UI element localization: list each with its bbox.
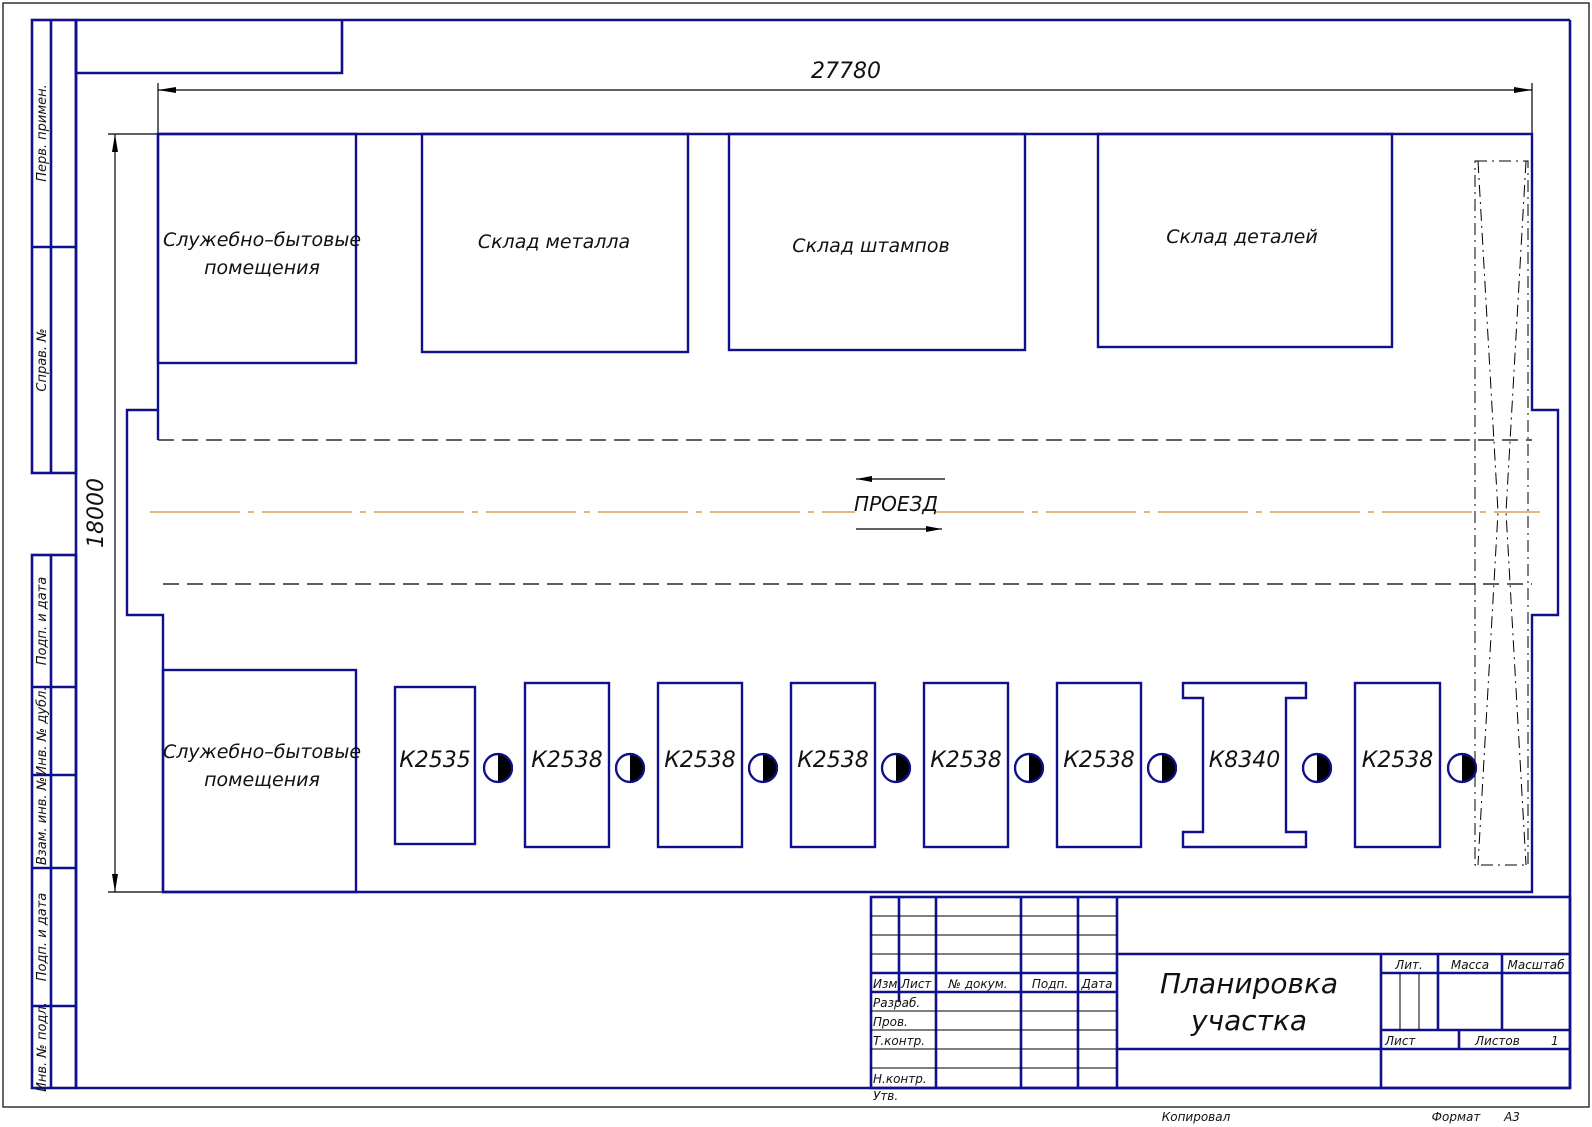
dimension-height-label: 18000 <box>84 478 109 548</box>
tb-sheets-value: 1 <box>1551 1034 1559 1048</box>
side-stamp-dup-inv: Инв. № дубл. <box>35 687 50 776</box>
tb-sheet-label: Лист <box>1384 1034 1416 1048</box>
worker-position-icon <box>1146 752 1178 784</box>
machine-6: К2538 <box>1055 681 1143 849</box>
machine-3: К2538 <box>656 681 744 849</box>
tb-col-sheet: Лист <box>900 977 932 991</box>
dimension-width-label: 27780 <box>811 59 881 84</box>
arrow-left-icon <box>856 476 872 482</box>
room-die-storage: Склад штампов <box>727 132 1027 352</box>
tb-role-approved: Утв. <box>873 1089 898 1103</box>
tb-mass-label: Масса <box>1451 958 1489 972</box>
side-stamp-first-use: Перв. примен. <box>35 84 50 182</box>
machine-model-label: К2538 <box>930 748 1002 773</box>
machine-7: К8340 <box>1181 681 1308 849</box>
machine-model-label: К2538 <box>1063 748 1135 773</box>
machine-outline <box>789 681 877 849</box>
dimension-width: 27780 <box>157 59 1533 135</box>
dimension-height: 18000 <box>84 133 165 893</box>
machine-model-label: К2535 <box>399 748 471 773</box>
tb-format-label: Формат <box>1432 1110 1482 1124</box>
room-service-bottom: Служебно–бытовые помещения <box>161 668 361 894</box>
side-stamp-sign-date-2: Подп. и дата <box>35 893 50 982</box>
side-stamp-replace-inv: Взам. инв. № <box>35 777 50 865</box>
worker-position-icon <box>1301 752 1333 784</box>
svg-text:Склад штампов: Склад штампов <box>792 235 949 257</box>
tb-col-date: Дата <box>1080 977 1112 991</box>
svg-text:помещения: помещения <box>204 769 320 791</box>
machine-outline <box>1055 681 1143 849</box>
machine-8: К2538 <box>1353 681 1442 849</box>
machine-model-label: К2538 <box>664 748 736 773</box>
svg-text:Служебно–бытовые: Служебно–бытовые <box>163 741 361 763</box>
tb-col-doc-no: № докум. <box>947 977 1007 991</box>
side-stamp-lower: Подп. и дата Инв. № дубл. Взам. инв. № П… <box>30 553 78 1092</box>
arrow-up-icon <box>112 134 118 152</box>
svg-text:Склад металла: Склад металла <box>478 231 630 253</box>
tb-col-change: Изм. <box>873 977 901 991</box>
machine-model-label: К2538 <box>1362 748 1434 773</box>
machine-model-label: К2538 <box>531 748 603 773</box>
worker-position-icon <box>614 752 646 784</box>
arrow-down-icon <box>112 874 118 892</box>
machine-outline <box>393 685 477 846</box>
machine-outline <box>922 681 1010 849</box>
room-metal-storage: Склад металла <box>420 132 690 354</box>
crane-runway <box>1474 160 1529 866</box>
passage: ПРОЕЗД <box>854 476 945 532</box>
drawing-title-line2: участка <box>1190 1004 1307 1037</box>
side-stamp-original-inv: Инв. № подл. <box>35 1002 50 1092</box>
drawing-frame <box>74 18 1572 1090</box>
machine-outline <box>656 681 744 849</box>
room-parts-storage: Склад деталей <box>1096 132 1394 349</box>
tb-role-tech-control: Т.контр. <box>873 1034 925 1048</box>
drawing-title-line1: Планировка <box>1160 967 1338 1000</box>
building-outline <box>125 132 1560 894</box>
svg-text:Склад деталей: Склад деталей <box>1166 226 1317 248</box>
arrow-right-icon <box>1514 87 1532 93</box>
worker-position-icon <box>482 752 514 784</box>
side-stamp-sign-date-1: Подп. и дата <box>35 577 50 666</box>
room-service-top: Служебно–бытовые помещения <box>156 132 361 365</box>
tb-role-developer: Разраб. <box>873 996 920 1010</box>
sheet-border <box>2 2 1590 1108</box>
arrow-left-icon <box>158 87 176 93</box>
machine-model-label: К2538 <box>797 748 869 773</box>
machine-outline <box>523 681 611 849</box>
tb-copied-label: Копировал <box>1162 1110 1231 1124</box>
title-block: Изм. Лист № докум. Подп. Дата Разраб. Пр… <box>869 895 1572 1124</box>
passage-label: ПРОЕЗД <box>854 492 938 516</box>
machine-model-label: К8340 <box>1209 748 1281 773</box>
worker-position-icon <box>747 752 779 784</box>
machine-4: К2538 <box>789 681 877 849</box>
tb-lit-label: Лит. <box>1394 958 1423 972</box>
tb-role-checker: Пров. <box>873 1015 908 1029</box>
machines-row: К2535 К2538 К2538 К2538 К2538 К2538 К8340 К2538 <box>393 681 1478 849</box>
tb-format-value: А3 <box>1503 1110 1520 1124</box>
tb-scale-label: Масштаб <box>1507 958 1565 972</box>
svg-text:помещения: помещения <box>204 257 320 279</box>
machine-outline <box>1181 681 1308 849</box>
machine-1: К2535 <box>393 685 477 846</box>
machine-outline <box>1353 681 1442 849</box>
worker-position-icon <box>880 752 912 784</box>
machine-5: К2538 <box>922 681 1010 849</box>
worker-position-icon <box>1013 752 1045 784</box>
worker-position-icon <box>1446 752 1478 784</box>
side-stamp-reference-no: Справ. № <box>35 328 50 391</box>
machine-2: К2538 <box>523 681 611 849</box>
tb-sheets-label: Листов <box>1474 1034 1520 1048</box>
tb-col-sign: Подп. <box>1032 977 1068 991</box>
svg-text:Служебно–бытовые: Служебно–бытовые <box>163 229 361 251</box>
tb-role-norm-control: Н.контр. <box>873 1072 927 1086</box>
arrow-right-icon <box>926 526 942 532</box>
side-stamp-upper: Перв. примен. Справ. № <box>30 18 78 475</box>
